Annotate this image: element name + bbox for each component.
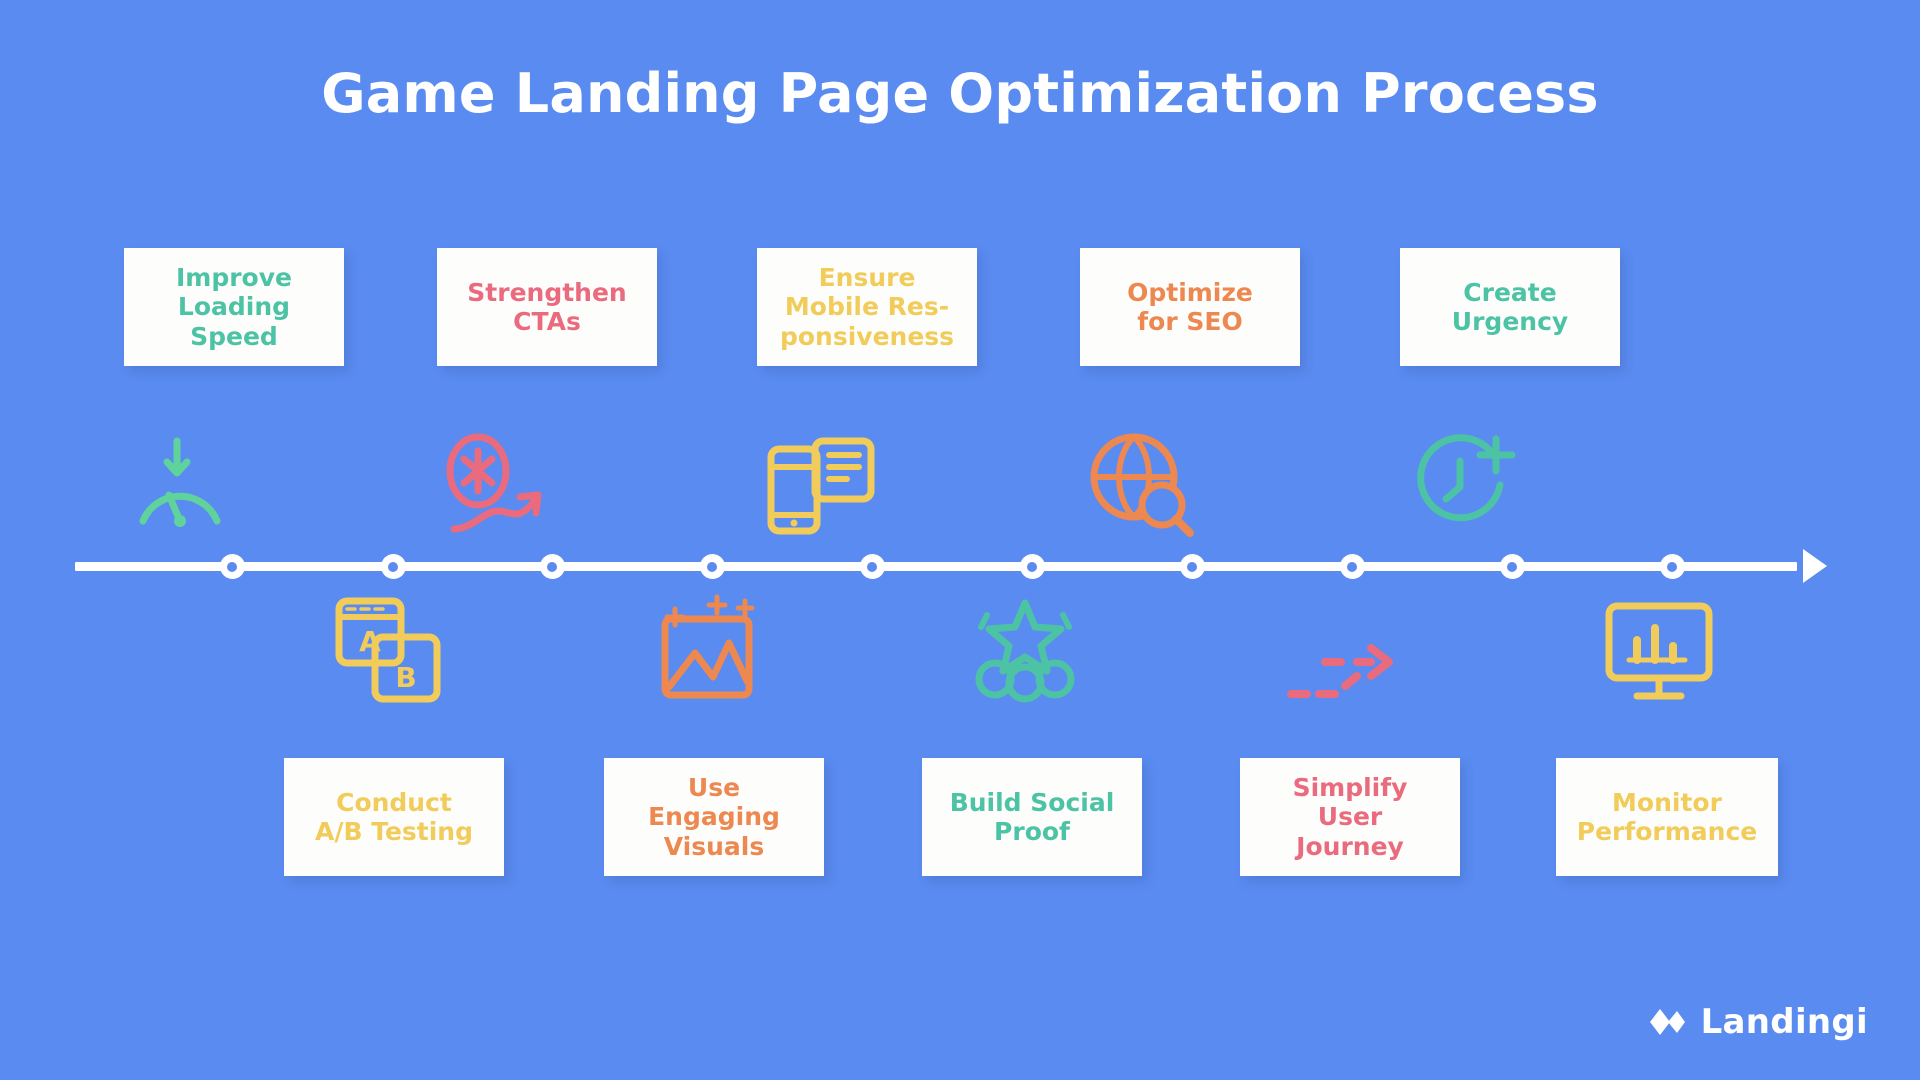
ab-testing-icon: A B <box>330 590 450 710</box>
top-step-label: Improve Loading Speed <box>175 262 292 351</box>
top-step-label: Ensure Mobile Res- ponsiveness <box>779 262 955 351</box>
landingi-logo: Landingi <box>1647 1002 1868 1042</box>
timeline-node <box>859 554 885 579</box>
bottom-step-label: Monitor Performance <box>1576 787 1758 847</box>
top-step-card[interactable]: Improve Loading Speed <box>124 248 344 366</box>
click-growth-icon <box>432 428 552 548</box>
dashed-path-arrow-icon <box>1285 612 1405 732</box>
timeline-node <box>1499 554 1525 579</box>
globe-search-icon <box>1083 424 1203 544</box>
top-step-card[interactable]: Ensure Mobile Res- ponsiveness <box>757 248 977 366</box>
timeline-node <box>1179 554 1205 579</box>
bottom-step-card[interactable]: Simplify User Journey <box>1240 758 1460 876</box>
timeline-node <box>539 554 565 579</box>
timeline-node <box>1019 554 1045 579</box>
timeline <box>75 549 1827 583</box>
bottom-step-card[interactable]: Use Engaging Visuals <box>604 758 824 876</box>
timeline-node <box>1659 554 1685 579</box>
mobile-responsive-icon <box>760 428 880 548</box>
timeline-node <box>219 554 245 579</box>
landingi-diamond-icon <box>1647 1002 1687 1042</box>
timeline-bar <box>75 562 1797 571</box>
top-step-label: Optimize for SEO <box>1127 277 1253 337</box>
top-step-card[interactable]: Strengthen CTAs <box>437 248 657 366</box>
timeline-node <box>699 554 725 579</box>
top-step-label: Strengthen CTAs <box>467 277 627 337</box>
image-sparkle-icon <box>650 590 770 710</box>
speedometer-icon <box>120 428 240 548</box>
bottom-step-label: Conduct A/B Testing <box>314 787 474 847</box>
page-title: Game Landing Page Optimization Process <box>321 62 1599 125</box>
bottom-step-label: Build Social Proof <box>949 787 1115 847</box>
bottom-step-card[interactable]: Build Social Proof <box>922 758 1142 876</box>
landingi-logo-text: Landingi <box>1700 1002 1868 1042</box>
top-step-card[interactable]: Optimize for SEO <box>1080 248 1300 366</box>
timeline-node <box>1339 554 1365 579</box>
svg-text:B: B <box>395 661 416 694</box>
bottom-step-label: Use Engaging Visuals <box>648 772 780 861</box>
top-step-card[interactable]: Create Urgency <box>1400 248 1620 366</box>
timeline-node <box>380 554 406 579</box>
bottom-step-card[interactable]: Monitor Performance <box>1556 758 1778 876</box>
bottom-step-label: Simplify User Journey <box>1292 772 1408 861</box>
bottom-step-card[interactable]: Conduct A/B Testing <box>284 758 504 876</box>
timeline-arrow-head <box>1803 549 1827 583</box>
monitor-chart-icon <box>1600 592 1720 712</box>
top-step-label: Create Urgency <box>1451 277 1569 337</box>
clock-plus-icon <box>1405 428 1525 548</box>
star-review-icon <box>965 590 1085 710</box>
